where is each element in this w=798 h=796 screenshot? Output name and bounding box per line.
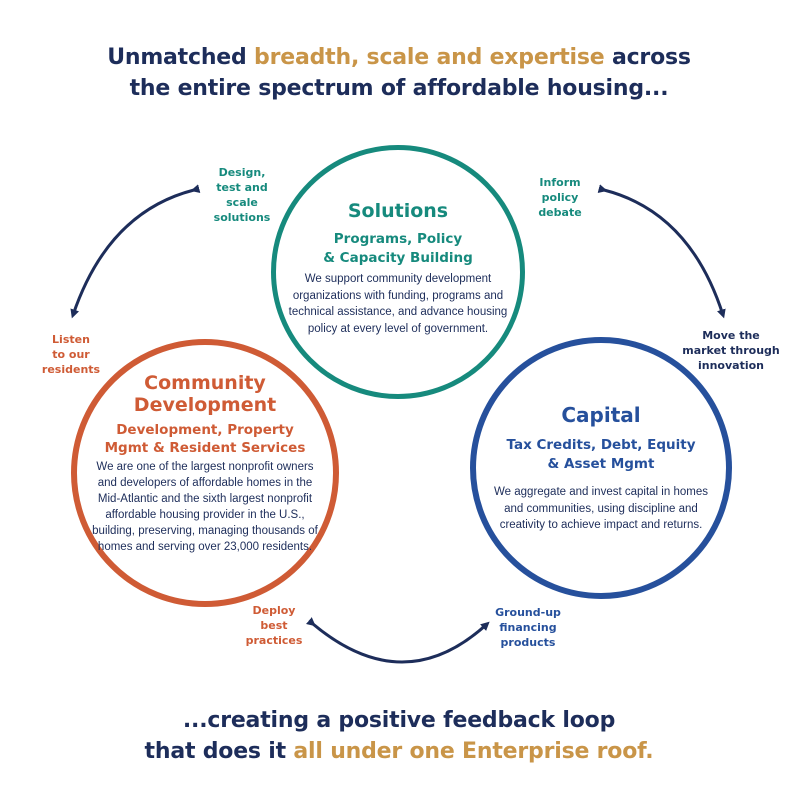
solutions-circle: Solutions Programs, Policy & Capacity Bu… xyxy=(271,145,525,399)
headline-text: Unmatched xyxy=(107,45,255,70)
arrow-right-top xyxy=(597,184,726,319)
community-title: Community Development xyxy=(133,372,277,416)
label-ground-up-financing: Ground-up financing products xyxy=(495,606,561,649)
bottom-headline-line2: that does it all under one Enterprise ro… xyxy=(0,736,798,767)
label-listen-residents: Listen to our residents xyxy=(41,333,101,376)
headline-text: across xyxy=(604,45,691,70)
capital-subtitle: Tax Credits, Debt, Equity & Asset Mgmt xyxy=(506,437,696,472)
solutions-subtitle: Programs, Policy & Capacity Building xyxy=(323,231,473,266)
capital-title: Capital xyxy=(561,403,641,427)
label-deploy-practices: Deploy best practices xyxy=(245,604,303,647)
label-design-test-scale: Design, test and scale solutions xyxy=(213,166,271,224)
bottom-headline-line1: ...creating a positive feedback loop xyxy=(182,708,616,733)
headline-accent: breadth, scale and expertise xyxy=(254,45,605,70)
bottom-headline: ...creating a positive feedback loop tha… xyxy=(0,705,798,767)
solutions-description: We support community development organiz… xyxy=(288,273,508,335)
headline-text: that does it xyxy=(144,739,294,764)
community-subtitle: Development, Property Mgmt & Resident Se… xyxy=(104,422,306,456)
top-headline: Unmatched breadth, scale and expertise a… xyxy=(0,42,798,104)
top-headline-line1: Unmatched breadth, scale and expertise a… xyxy=(0,42,798,73)
top-headline-line2: the entire spectrum of affordable housin… xyxy=(129,76,669,101)
solutions-title: Solutions xyxy=(347,200,449,222)
capital-circle: Capital Tax Credits, Debt, Equity & Asse… xyxy=(470,337,732,599)
capital-description: We aggregate and invest capital in homes… xyxy=(494,486,708,531)
label-move-market: Move the market through innovation xyxy=(682,329,780,372)
arrow-left-top xyxy=(70,184,201,319)
headline-accent: all under one Enterprise roof. xyxy=(293,739,654,764)
arrow-bottom xyxy=(305,617,490,664)
community-description: We are one of the largest nonprofit owne… xyxy=(92,461,318,553)
community-development-circle: Community Development Development, Prope… xyxy=(71,339,339,607)
label-inform-policy: Inform policy debate xyxy=(538,176,582,219)
